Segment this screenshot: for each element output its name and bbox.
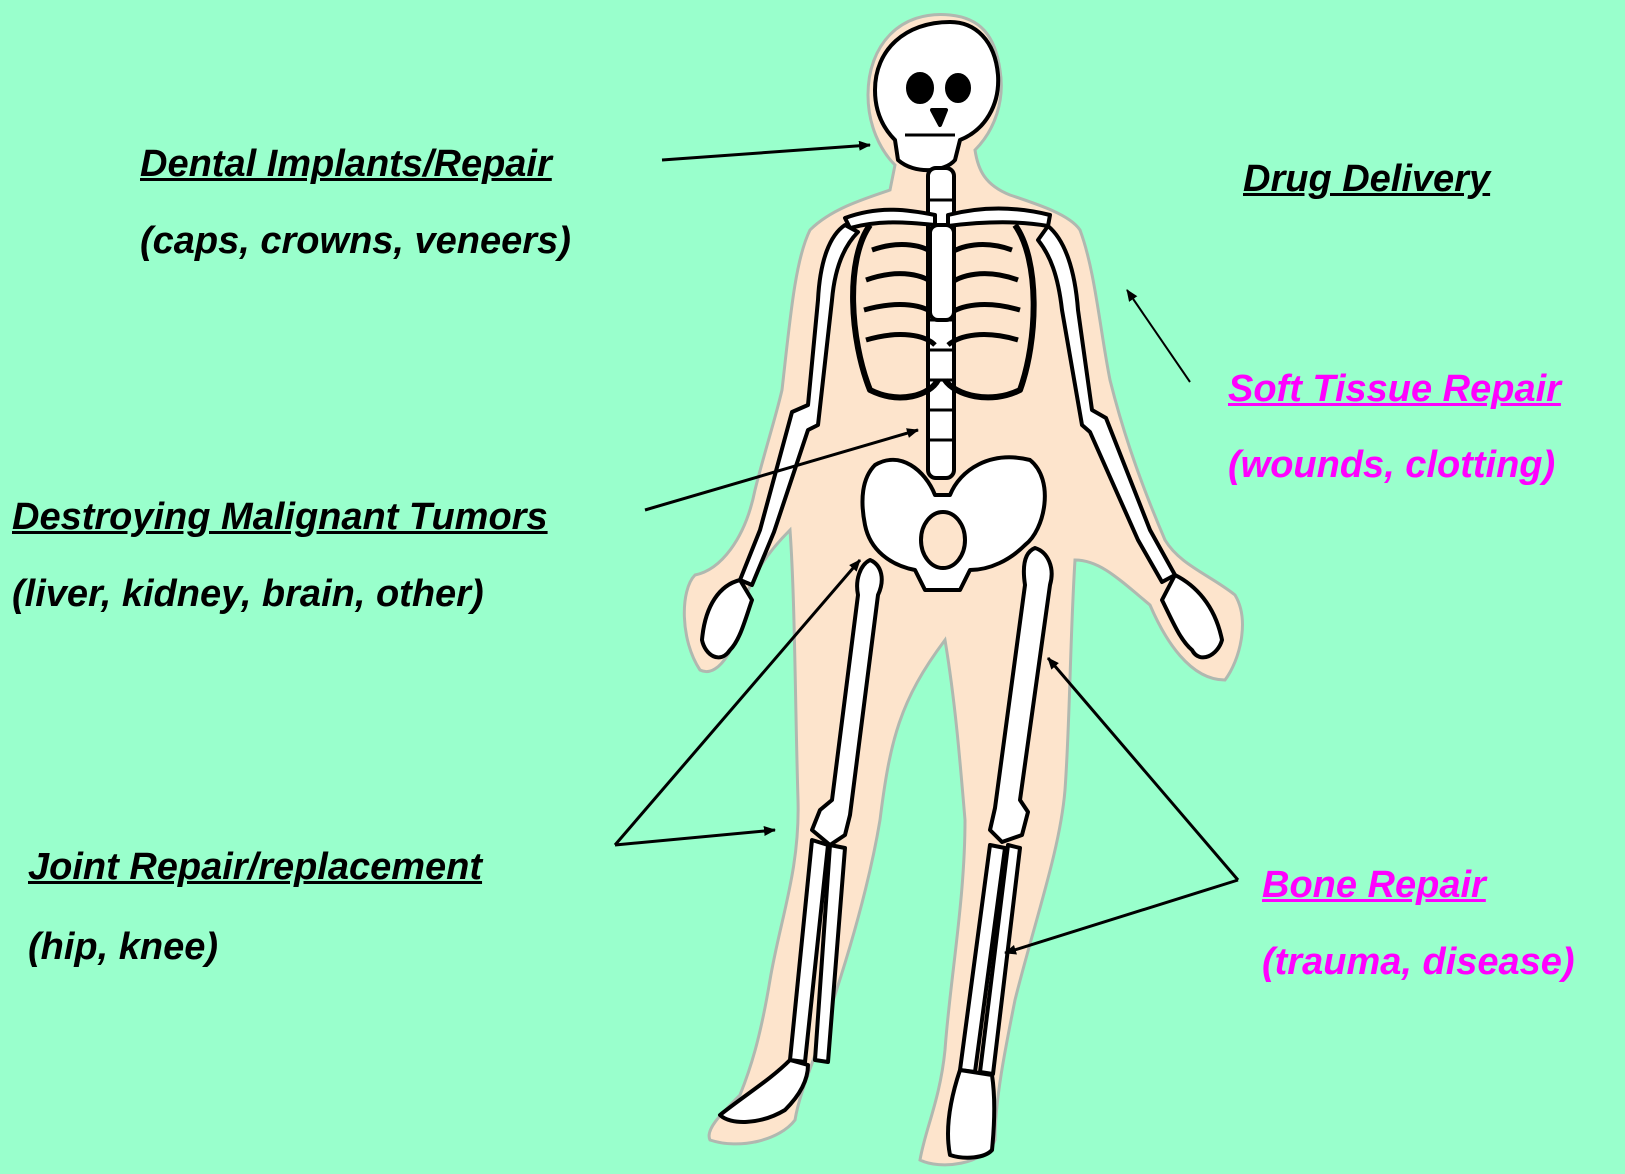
joint-title: Joint Repair/replacement [28,848,482,886]
soft-tissue-title: Soft Tissue Repair [1228,370,1561,408]
bone-title: Bone Repair [1262,866,1486,904]
joint-subtitle: (hip, knee) [28,928,218,966]
bone-arrow-femur [1048,658,1238,880]
tumors-subtitle: (liver, kidney, brain, other) [12,575,484,613]
joint-arrow-knee [615,830,775,845]
dental-title: Dental Implants/Repair [140,145,552,183]
body-silhouette [684,15,1242,1165]
dental-arrow [662,145,870,160]
bone-subtitle: (trauma, disease) [1262,943,1575,981]
soft-tissue-subtitle: (wounds, clotting) [1228,446,1555,484]
drug-delivery-title: Drug Delivery [1243,160,1490,198]
soft-tissue-arrow [1127,290,1190,382]
tumors-title: Destroying Malignant Tumors [12,498,548,536]
dental-subtitle: (caps, crowns, veneers) [140,222,571,260]
